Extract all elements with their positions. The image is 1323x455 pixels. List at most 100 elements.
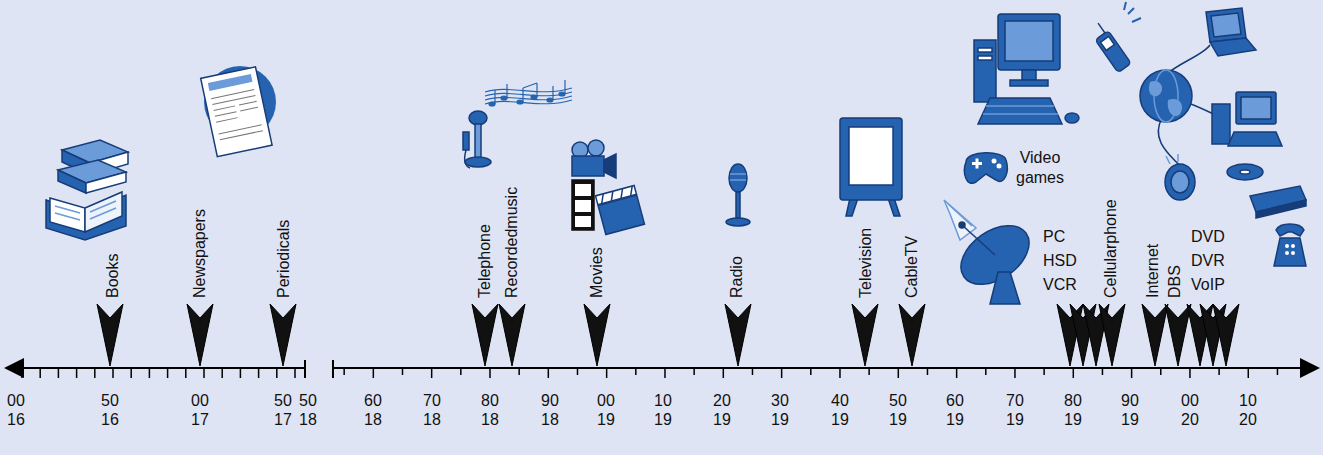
axis-tick bbox=[1102, 368, 1104, 375]
event-marker bbox=[97, 304, 123, 366]
axis-tick bbox=[1189, 368, 1191, 378]
axis-tick bbox=[1160, 368, 1162, 375]
media-label: Video games bbox=[1010, 148, 1070, 188]
media-label: Books bbox=[104, 254, 122, 298]
axis-tick bbox=[606, 368, 608, 378]
century-label: 19 bbox=[1006, 411, 1024, 429]
axis-tick bbox=[1131, 368, 1133, 378]
century-label: 17 bbox=[274, 411, 292, 429]
event-marker bbox=[725, 304, 751, 366]
axis-tick bbox=[723, 368, 725, 378]
axis-tick bbox=[149, 368, 151, 378]
axis-tick bbox=[1014, 368, 1016, 378]
computer-icon bbox=[974, 14, 1079, 124]
century-label: 19 bbox=[889, 411, 907, 429]
century-label: 18 bbox=[299, 411, 317, 429]
axis-tick bbox=[577, 368, 579, 375]
axis-tick bbox=[294, 368, 296, 378]
media-label: Newspapers bbox=[191, 209, 209, 298]
year-label: 90 bbox=[541, 392, 559, 410]
media-label: Television bbox=[857, 228, 875, 298]
media-label: HSD bbox=[1043, 252, 1077, 270]
year-label: 80 bbox=[481, 392, 499, 410]
event-marker bbox=[852, 304, 878, 366]
movie-icon bbox=[572, 140, 644, 234]
axis-tick bbox=[868, 368, 870, 375]
media-devices-icon bbox=[1165, 154, 1306, 266]
year-label: 60 bbox=[364, 392, 382, 410]
axis-tick bbox=[130, 368, 132, 378]
century-label: 16 bbox=[101, 411, 119, 429]
axis-tick bbox=[752, 368, 754, 375]
event-marker bbox=[1213, 304, 1239, 366]
axis-tick bbox=[431, 368, 433, 378]
event-markers bbox=[97, 304, 1239, 366]
century-label: 19 bbox=[946, 411, 964, 429]
cell-phone-icon bbox=[1088, 2, 1141, 73]
century-label: 19 bbox=[1121, 411, 1139, 429]
axis-tick bbox=[635, 368, 637, 375]
axis-tick bbox=[221, 368, 223, 378]
axis-tick bbox=[203, 368, 205, 378]
axis-tick bbox=[460, 368, 462, 375]
event-marker bbox=[472, 304, 498, 366]
century-label: 19 bbox=[1064, 411, 1082, 429]
year-label: 00 bbox=[7, 392, 25, 410]
year-label: 10 bbox=[654, 392, 672, 410]
books-icon bbox=[46, 140, 128, 240]
newspaper-icon bbox=[201, 66, 276, 157]
media-label: VCR bbox=[1043, 276, 1077, 294]
event-marker bbox=[584, 304, 610, 366]
event-marker bbox=[270, 304, 296, 366]
axis-tick bbox=[927, 368, 929, 375]
axis-tick bbox=[1248, 368, 1250, 378]
axis-tick bbox=[781, 368, 783, 378]
media-label: Periodicals bbox=[275, 220, 293, 298]
media-label: DVR bbox=[1191, 252, 1225, 270]
network-icon bbox=[1140, 8, 1282, 166]
axis-tick bbox=[548, 368, 550, 378]
media-label: Internet bbox=[1144, 244, 1162, 298]
axis-tick bbox=[373, 368, 375, 378]
axis-tick bbox=[489, 368, 491, 378]
axis-tick bbox=[898, 368, 900, 378]
event-marker bbox=[499, 304, 525, 366]
axis-tick bbox=[258, 368, 260, 378]
axis-tick bbox=[1043, 368, 1045, 375]
century-label: 19 bbox=[831, 411, 849, 429]
year-label: 50 bbox=[101, 392, 119, 410]
axis-tick bbox=[956, 368, 958, 378]
century-label: 19 bbox=[597, 411, 615, 429]
music-notes-icon bbox=[485, 80, 572, 106]
century-label: 20 bbox=[1239, 411, 1257, 429]
media-label: DVD bbox=[1191, 228, 1225, 246]
year-label: 30 bbox=[771, 392, 789, 410]
axis-tick bbox=[112, 368, 114, 378]
year-label: 50 bbox=[274, 392, 292, 410]
axis-tick bbox=[240, 368, 242, 378]
year-label: 00 bbox=[597, 392, 615, 410]
century-label: 19 bbox=[654, 411, 672, 429]
century-label: 18 bbox=[423, 411, 441, 429]
century-label: 18 bbox=[364, 411, 382, 429]
television-icon bbox=[840, 118, 902, 216]
axis-tick bbox=[839, 368, 841, 378]
year-label: 00 bbox=[191, 392, 209, 410]
year-label: 70 bbox=[423, 392, 441, 410]
year-label: 60 bbox=[946, 392, 964, 410]
axis-tick bbox=[1277, 368, 1279, 375]
event-marker bbox=[1142, 304, 1168, 366]
event-marker bbox=[187, 304, 213, 366]
axis-tick bbox=[94, 368, 96, 378]
axis-tick bbox=[1073, 368, 1075, 378]
axis-tick bbox=[518, 368, 520, 375]
media-label: Radio bbox=[728, 256, 746, 298]
axis-tick bbox=[276, 368, 278, 378]
century-label: 18 bbox=[481, 411, 499, 429]
axis-tick bbox=[21, 368, 23, 378]
axis-tick bbox=[58, 368, 60, 378]
axis-tick bbox=[1218, 368, 1220, 375]
axis-tick bbox=[76, 368, 78, 378]
year-label: 50 bbox=[299, 392, 317, 410]
axis-ticks bbox=[22, 368, 1277, 378]
